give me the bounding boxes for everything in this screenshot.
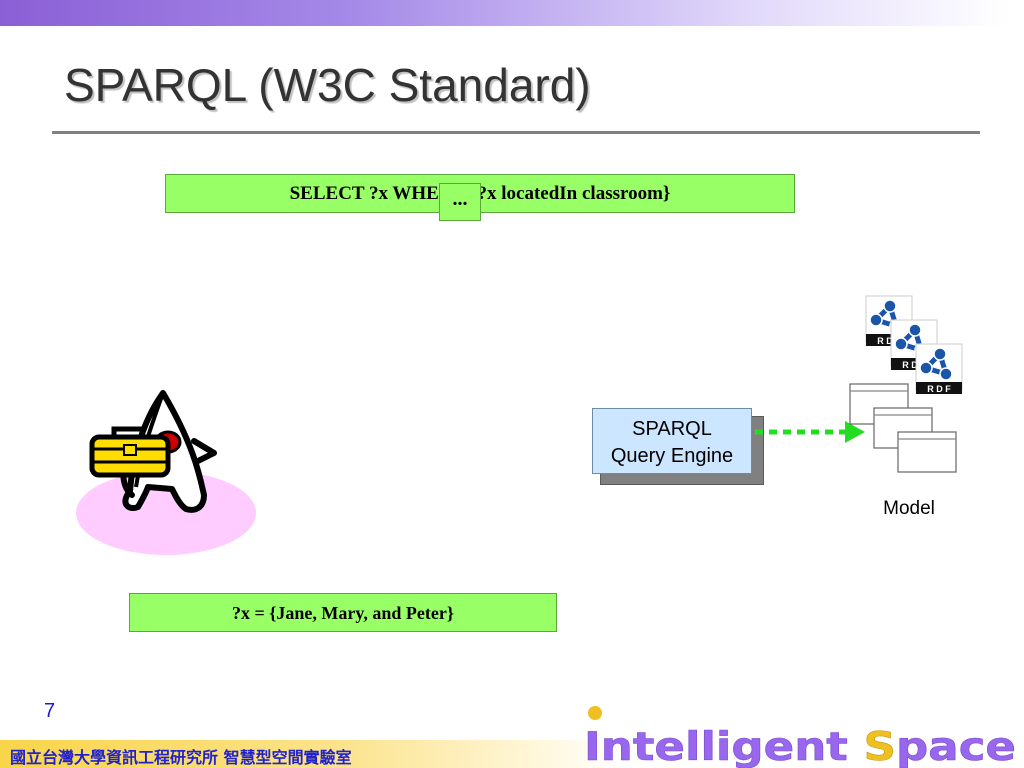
agent-shadow [76, 471, 256, 555]
model-label: Model [883, 498, 935, 519]
rdf-icon-label-1: R D F [877, 336, 901, 346]
ellipsis-bubble: ... [439, 183, 481, 221]
footer-gradient-bar [0, 740, 620, 768]
title-gradient-bar [0, 0, 1010, 26]
query-result-box: ?x = {Jane, Mary, and Peter} [129, 593, 557, 632]
page-number: 7 [44, 700, 56, 722]
query-arrow [755, 421, 865, 443]
sparql-query-engine-box: SPARQL Query Engine [592, 408, 752, 474]
briefcase-icon [89, 426, 171, 478]
rdf-model-icon: R D F R D F R D F [849, 294, 970, 473]
duke-agent-icon [76, 390, 256, 555]
rdf-icon-label-2: R D F [902, 360, 926, 370]
engine-label-line2: Query Engine [610, 445, 734, 467]
lab-name: 國立台灣大學資訊工程研究所 智慧型空間實驗室 [10, 748, 352, 767]
rdf-icon-label-3: R D F [927, 384, 951, 394]
title-divider [52, 131, 980, 134]
engine-label-line1: SPARQL [632, 418, 712, 440]
slide-title: SPARQL (W3C Standard) [64, 59, 591, 111]
